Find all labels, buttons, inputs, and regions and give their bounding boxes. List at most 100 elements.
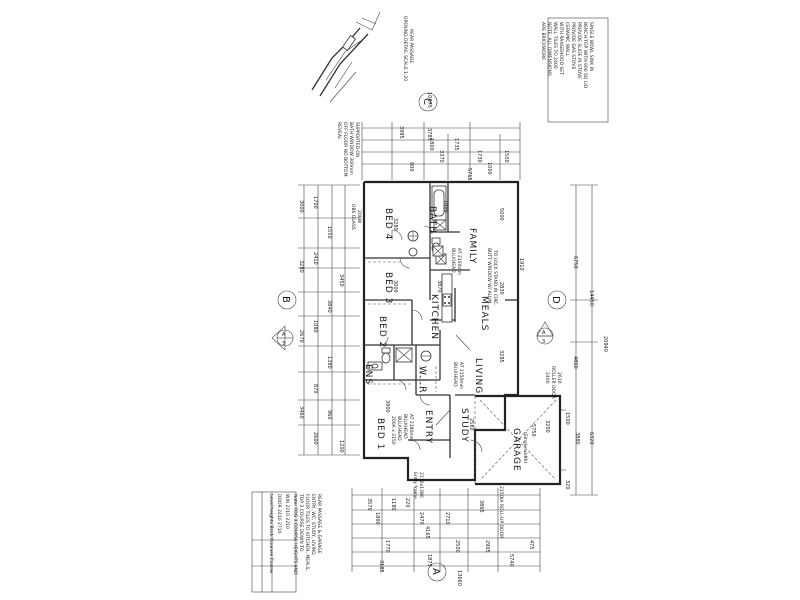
dim-label: 2500 <box>454 540 460 553</box>
dim-label: 4165 <box>424 526 430 539</box>
section-marker-a3-right: A 3 <box>536 321 554 345</box>
svg-text:C: C <box>421 98 432 105</box>
svg-text:200W: 200W <box>356 210 362 224</box>
svg-text:BULKHEAD: BULKHEAD <box>396 416 402 441</box>
dim-label: 3370 <box>438 150 444 163</box>
svg-text:BULKHEAD: BULKHEAD <box>452 362 458 387</box>
dim-label: 900 <box>408 162 414 172</box>
svg-text:A: A <box>430 568 441 575</box>
svg-text:3900: 3900 <box>384 400 390 413</box>
dim-label: 2600 <box>312 432 318 445</box>
grid-marker-c: C <box>418 92 438 112</box>
room-dimension-callouts: 3280 3000 1800 2830 3285 3870 5000 3900 … <box>384 200 550 437</box>
svg-text:B: B <box>280 296 291 303</box>
dim-label: 6750 <box>572 256 578 269</box>
room-label-bed2: BED 2 <box>377 316 387 348</box>
svg-text:AT 2150mm: AT 2150mm <box>458 362 464 389</box>
dim-label: 14450 <box>588 290 594 306</box>
svg-text:AT 2150mm: AT 2150mm <box>456 248 462 275</box>
svg-text:(Single width): (Single width) <box>522 432 528 463</box>
spec-line: SINGLE BOWL SINK IN <box>588 22 594 71</box>
dim-label: 1550 <box>326 226 332 239</box>
dim-label: 3280 <box>298 260 304 273</box>
dim-label: 1735 <box>453 138 459 151</box>
svg-text:OFF FLOOR NO BOTTOM: OFF FLOOR NO BOTTOM <box>342 122 348 177</box>
spec-line: PROVIDE GAS STOVE <box>570 22 576 69</box>
svg-text:3200: 3200 <box>544 420 550 433</box>
dim-label: 3985 <box>398 126 404 139</box>
spec-line: NOTE: ALL DIMENSIONS <box>546 22 552 76</box>
rear-passage-scale: OPENING DETAIL SCALE 1:20 <box>402 16 408 81</box>
svg-text:2830: 2830 <box>498 282 504 295</box>
legend-line: ENTRY, WC, STUDY, LIVING <box>310 494 316 555</box>
dim-label: 320 <box>564 480 570 490</box>
dim-label: 10875 <box>426 92 432 108</box>
room-label-garage: GARAGE <box>511 428 521 472</box>
svg-text:3: 3 <box>282 341 285 347</box>
dim-label: 1875 <box>426 554 432 567</box>
svg-text:215DIA ROLL-UP DOOR: 215DIA ROLL-UP DOOR <box>498 486 504 538</box>
room-label-bed4: BED 4 <box>383 208 393 240</box>
svg-text:3280: 3280 <box>392 218 398 231</box>
rear-passage-title: REAR PASSAGE <box>408 29 414 63</box>
dim-label: 1200 <box>338 440 344 453</box>
dim-label: 1000 <box>486 162 492 175</box>
dim-label: 220 <box>404 498 410 508</box>
dim-label: 1770 <box>384 540 390 553</box>
svg-text:3285: 3285 <box>498 350 504 363</box>
section-detail-sketch <box>311 11 381 103</box>
svg-text:3870: 3870 <box>436 280 442 293</box>
dim-label: 2670 <box>298 330 304 343</box>
dim-label: 960 <box>326 410 332 420</box>
svg-text:2610: 2610 <box>556 372 562 384</box>
grid-marker-d: D <box>547 290 567 310</box>
dim-label: 20940 <box>602 336 608 352</box>
spec-line: WALL TILES TO 2400 <box>552 22 558 69</box>
dim-label: 1730 <box>476 150 482 163</box>
svg-text:REVEAL: REVEAL <box>336 122 342 140</box>
legend-line: Level heights Brick Courses Course <box>268 494 274 574</box>
dimensions-bottom: 3570 1180 220 1800 2470 2710 4165 3865 1… <box>351 488 541 586</box>
svg-text:A: A <box>282 332 286 338</box>
room-label-entry: ENTRY <box>423 410 433 444</box>
dimensions-left: 3000 1700 1550 3280 2410 3450 3840 1080 … <box>298 184 360 456</box>
room-label-wir: W.I.R <box>417 366 427 394</box>
dim-label: 5740 <box>508 554 514 567</box>
room-label-bed3: BED 3 <box>383 272 393 304</box>
room-label-ens: ENS <box>363 364 373 385</box>
dim-label: 475 <box>528 540 534 550</box>
building-walls <box>362 180 566 486</box>
dim-label: 3450 <box>338 274 344 287</box>
svg-text:BUTT WINDOW W/ ALUM.: BUTT WINDOW W/ ALUM. <box>486 248 492 305</box>
svg-text:TO LOCK STAND IN CIRC.: TO LOCK STAND IN CIRC. <box>492 249 498 306</box>
dim-label: 13660 <box>456 570 462 586</box>
stove-icon <box>442 293 452 307</box>
room-label-bed1: BED 1 <box>375 418 385 450</box>
svg-text:SUPPORTED ON: SUPPORTED ON <box>354 122 360 157</box>
fixtures <box>367 185 453 392</box>
svg-text:BULKHEAD: BULKHEAD <box>402 414 408 439</box>
dim-label: 1180 <box>390 498 396 511</box>
dim-label: 1500 <box>503 150 509 163</box>
dim-label: 3185 <box>378 560 384 573</box>
legend-line: Note: FOG 3 COURSE HEIGHTS AND <box>292 494 298 575</box>
legend-line: WIN 2210 2210 <box>284 494 290 529</box>
dim-label: 1800 <box>374 512 380 525</box>
dim-label: 1380 <box>326 356 332 369</box>
svg-text:2170x1380: 2170x1380 <box>418 472 424 498</box>
level-heights-legend: Level heights Brick Courses Course DOOR … <box>251 491 322 593</box>
room-label-bath: BATH <box>427 206 437 234</box>
svg-text:3000: 3000 <box>392 280 398 293</box>
spec-line: PROVIDE SLIDE IN STOVE <box>576 22 582 79</box>
dimensions-top: 3785 10875 3985 1800 1735 1730 3370 1500… <box>361 92 521 181</box>
svg-text:A: A <box>542 330 546 336</box>
dim-label: 1500 <box>564 412 570 425</box>
specification-notes: SINGLE BOWL SINK IN BENCH TOP WITH 900 S… <box>540 17 609 123</box>
dim-label: 3000 <box>298 200 304 213</box>
legend-line: TOP 3 COURSE DOWN TO <box>298 493 304 552</box>
dim-label: 5715 <box>466 168 472 181</box>
dim-label: 2905 <box>484 540 490 553</box>
room-label-living: LIVING <box>473 358 483 394</box>
dim-label: 1700 <box>312 196 318 209</box>
